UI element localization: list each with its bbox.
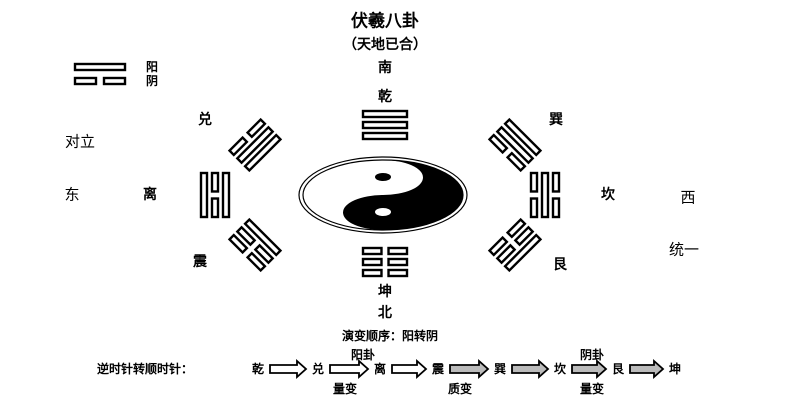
trigram-layer bbox=[199, 109, 561, 278]
arrow-right-icon bbox=[329, 358, 370, 380]
yang-line bbox=[243, 217, 283, 257]
yin-line-segment bbox=[227, 135, 249, 157]
legend-lines bbox=[73, 62, 127, 86]
change-label-3: 量变 bbox=[579, 382, 605, 396]
yin-line-segment bbox=[487, 235, 509, 257]
yin-line-segment bbox=[529, 171, 539, 193]
direction-south: 南 bbox=[378, 60, 392, 76]
trigram-label-dui: 兑 bbox=[198, 112, 212, 128]
trigram-symbol bbox=[227, 117, 283, 173]
sequence-item: 坎 bbox=[553, 362, 567, 376]
label-opposition: 对立 bbox=[64, 132, 96, 151]
yin-line-segment bbox=[235, 225, 257, 247]
label-unity: 统一 bbox=[668, 240, 700, 259]
yin-line-segment bbox=[505, 217, 527, 239]
yang-line bbox=[503, 117, 543, 157]
trigram-symbol bbox=[361, 246, 409, 278]
yin-line-segment bbox=[551, 197, 561, 219]
direction-east: 东 bbox=[64, 185, 80, 204]
trigram-symbol bbox=[199, 171, 231, 219]
yin-line-segment bbox=[245, 251, 267, 273]
trigram-label-li: 离 bbox=[143, 187, 157, 203]
yin-line-segment bbox=[361, 268, 383, 278]
yin-line-segment bbox=[361, 257, 383, 267]
direction-west: 西 bbox=[680, 188, 696, 207]
yin-yang-symbol bbox=[298, 156, 468, 234]
yang-line bbox=[73, 62, 127, 72]
yin-line-segment bbox=[513, 225, 535, 247]
legend-yin-label: 阴 bbox=[145, 74, 159, 88]
yin-line-segment bbox=[210, 171, 220, 193]
yang-line bbox=[540, 171, 550, 219]
trigram-symbol bbox=[361, 109, 409, 141]
direction-north: 北 bbox=[378, 305, 392, 321]
trigram-symbol bbox=[487, 117, 543, 173]
change-label-1: 量变 bbox=[332, 382, 358, 396]
yang-line bbox=[199, 171, 209, 219]
group-yang-label: 阳卦 bbox=[350, 348, 376, 362]
legend-yang-line bbox=[73, 62, 127, 72]
sequence-heading: 演变顺序：阳转阴 bbox=[341, 329, 439, 343]
yin-dot bbox=[375, 173, 391, 181]
legend-yin-line bbox=[73, 76, 127, 86]
trigram-label-zhen: 震 bbox=[193, 254, 207, 270]
trigram-symbol bbox=[487, 217, 543, 273]
group-yin-label: 阴卦 bbox=[579, 348, 605, 362]
arrow-right-icon bbox=[269, 358, 308, 380]
yin-line-segment bbox=[387, 257, 409, 267]
arrow-layer bbox=[269, 358, 665, 380]
sequence-item: 兑 bbox=[311, 362, 325, 376]
yang-line bbox=[503, 233, 543, 273]
sequence-item: 巽 bbox=[493, 362, 507, 376]
yin-line-segment bbox=[387, 246, 409, 256]
yin-line-segment bbox=[551, 171, 561, 193]
sequence-prefix: 逆时针转顺时针： bbox=[96, 362, 194, 376]
trigram-symbol bbox=[529, 171, 561, 219]
sequence-item: 艮 bbox=[611, 362, 625, 376]
yin-line-segment bbox=[487, 133, 509, 155]
yin-line-segment bbox=[73, 76, 98, 86]
arrow-right-icon bbox=[511, 358, 550, 380]
yang-line bbox=[361, 131, 409, 141]
trigram-symbol bbox=[227, 217, 283, 273]
subtitle: （天地已合） bbox=[343, 37, 427, 53]
yin-line-segment bbox=[253, 243, 275, 265]
arrow-right-icon bbox=[391, 358, 428, 380]
yin-line-segment bbox=[387, 268, 409, 278]
change-label-2: 质变 bbox=[447, 382, 473, 396]
yin-line-segment bbox=[210, 197, 220, 219]
arrow-right-icon bbox=[629, 358, 665, 380]
sequence-item: 离 bbox=[373, 362, 387, 376]
trigram-label-kan: 坎 bbox=[601, 187, 615, 203]
trigram-label-xun: 巽 bbox=[549, 112, 563, 128]
yang-line bbox=[221, 171, 231, 219]
yin-line-segment bbox=[529, 197, 539, 219]
title: 伏羲八卦 bbox=[351, 11, 419, 32]
trigram-label-kun: 坤 bbox=[378, 284, 392, 300]
yang-line bbox=[361, 120, 409, 130]
sequence-item: 坤 bbox=[668, 362, 682, 376]
sequence-item: 乾 bbox=[251, 362, 265, 376]
arrow-right-icon bbox=[449, 358, 490, 380]
yang-dot bbox=[375, 208, 391, 216]
yin-line-segment bbox=[245, 117, 267, 139]
yang-line bbox=[361, 109, 409, 119]
sequence-item: 震 bbox=[431, 362, 445, 376]
yin-line-segment bbox=[505, 151, 527, 173]
yin-line-segment bbox=[227, 233, 249, 255]
trigram-label-qian: 乾 bbox=[378, 89, 392, 105]
yin-line-segment bbox=[102, 76, 127, 86]
trigram-label-gen: 艮 bbox=[553, 257, 567, 273]
yin-line-segment bbox=[361, 246, 383, 256]
yang-line bbox=[235, 125, 275, 165]
yang-line bbox=[243, 133, 283, 173]
yang-line bbox=[495, 125, 535, 165]
arrow-right-icon bbox=[571, 358, 608, 380]
legend-yang-label: 阳 bbox=[145, 60, 159, 74]
yin-line-segment bbox=[495, 243, 517, 265]
